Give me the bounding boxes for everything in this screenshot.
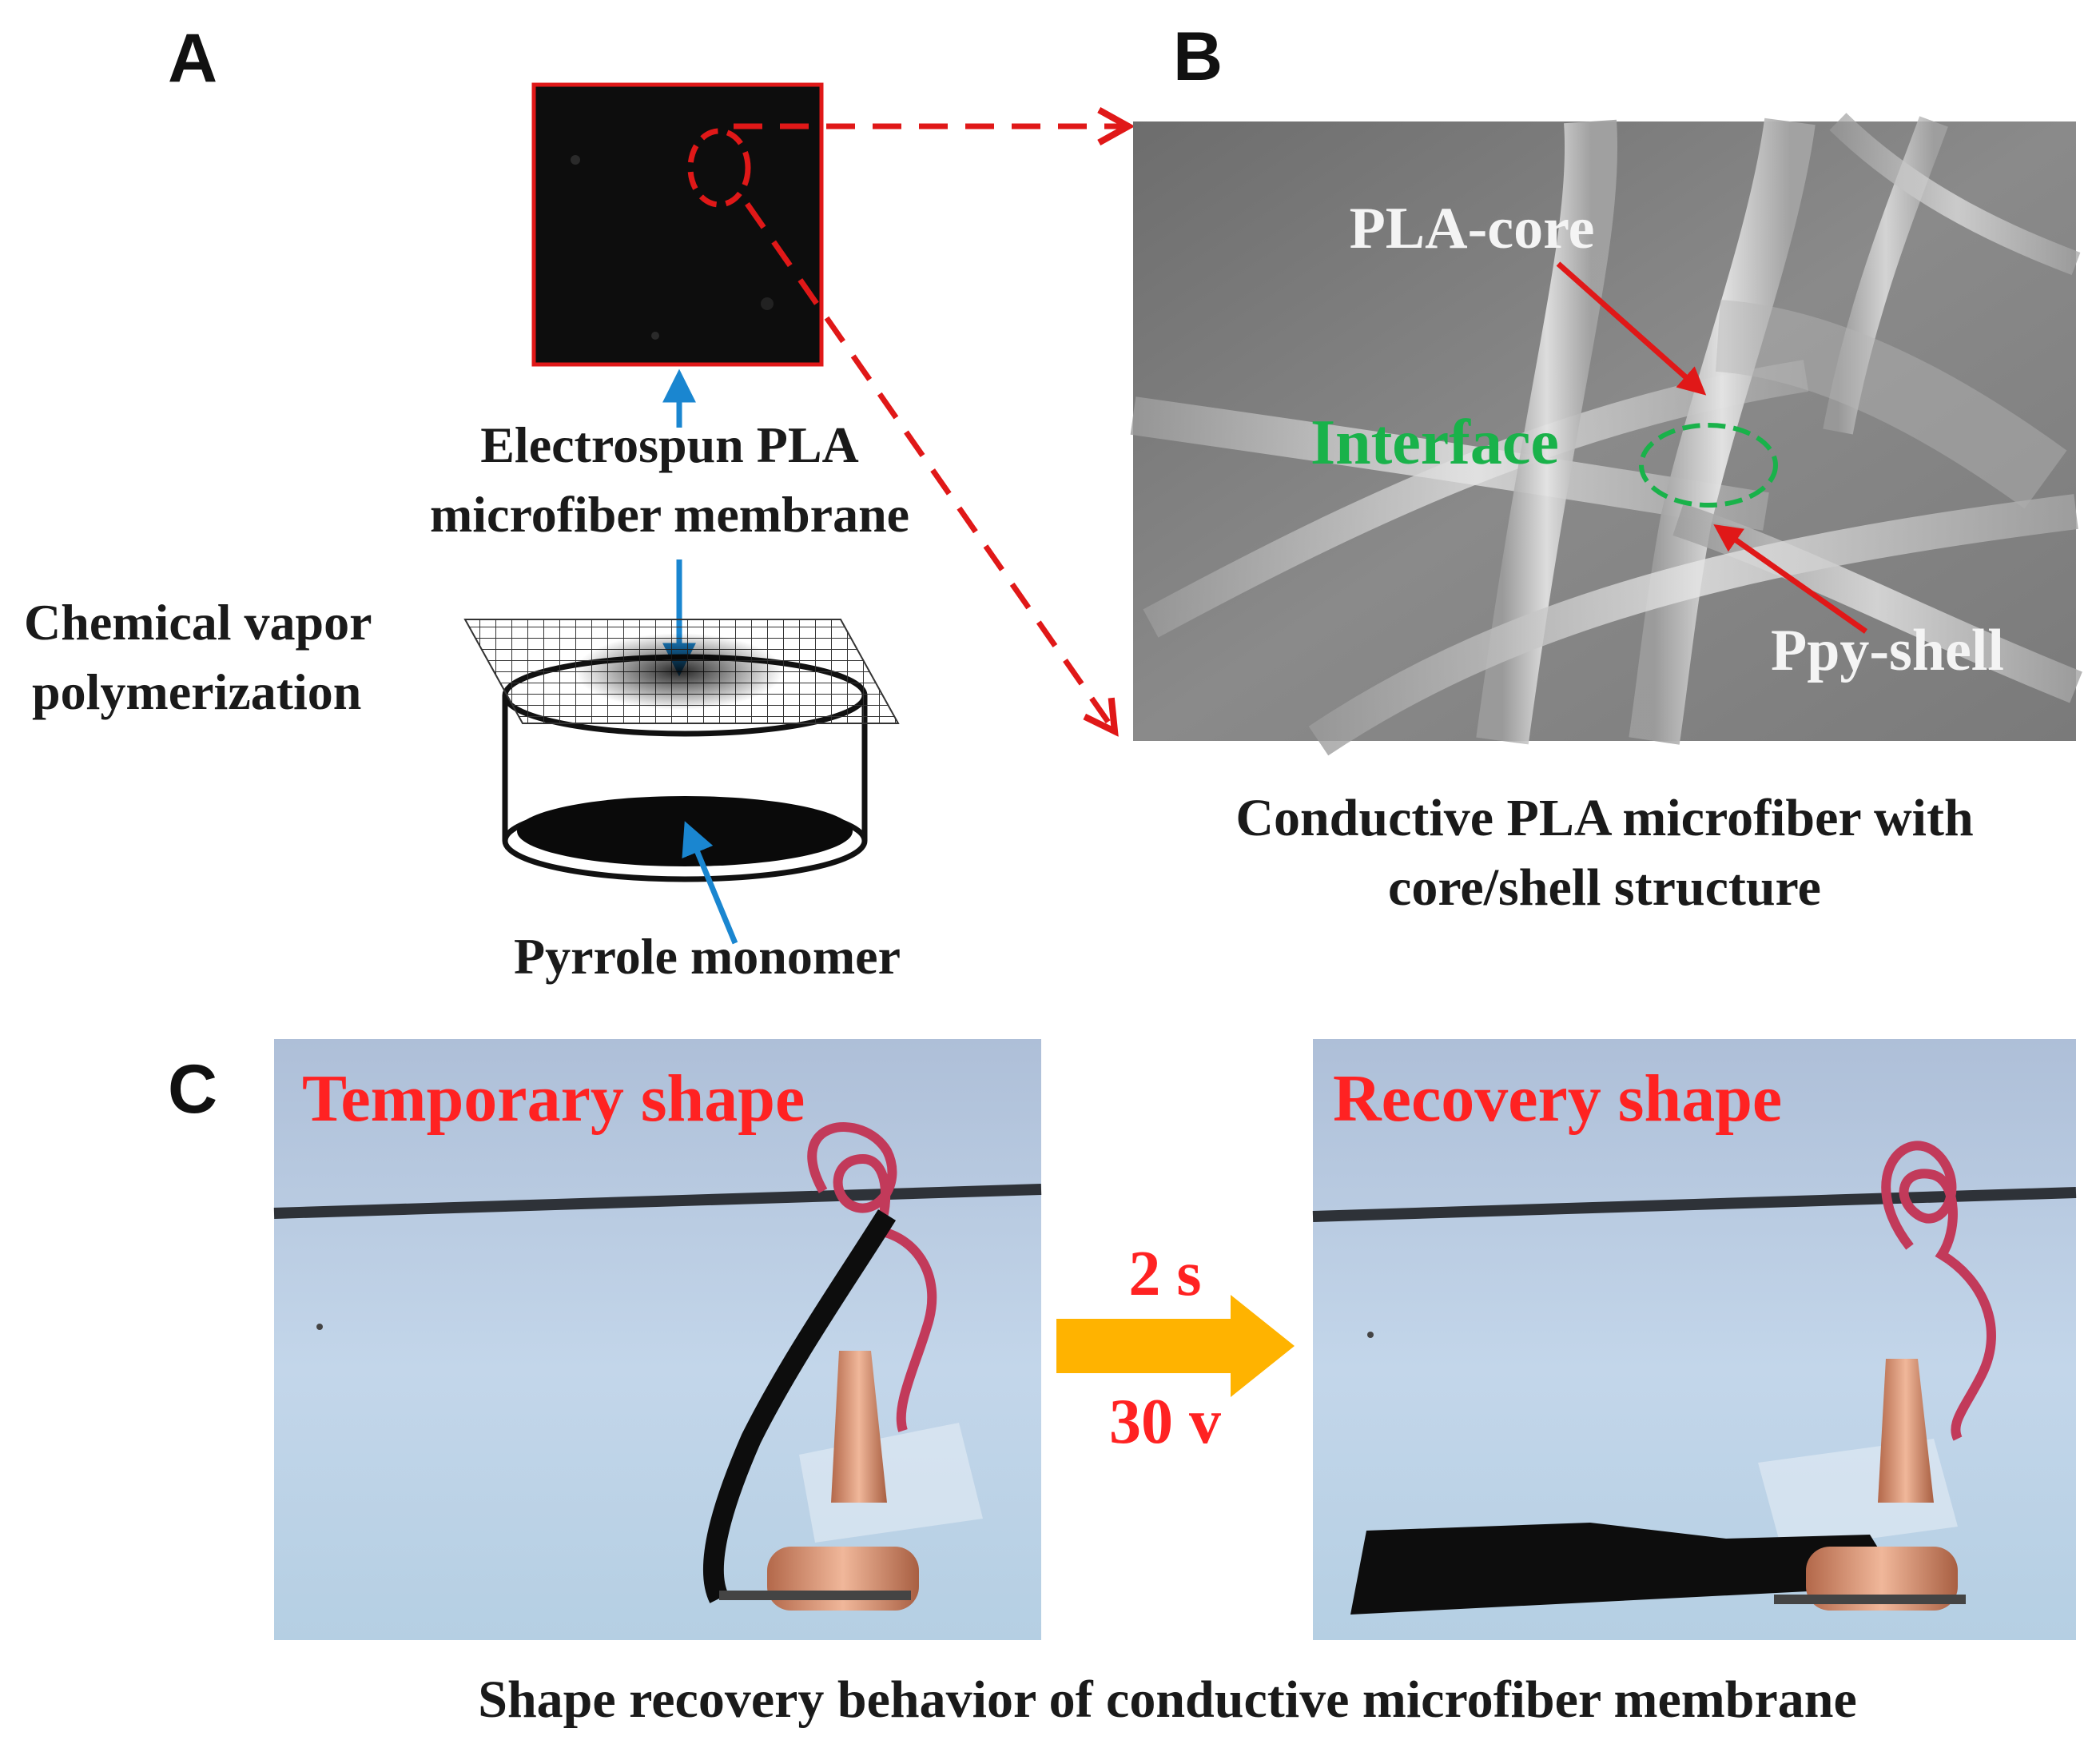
membrane-strip-folded bbox=[702, 1209, 897, 1603]
temporary-shape-label: Temporary shape bbox=[302, 1061, 805, 1136]
alligator-clip-left bbox=[831, 1351, 887, 1503]
interface-circle bbox=[1639, 423, 1778, 508]
alligator-clip-right bbox=[1878, 1359, 1934, 1503]
time-label: 2 s bbox=[1128, 1239, 1201, 1309]
blue-arrow-monomer bbox=[682, 821, 738, 945]
recovery-shape-label: Recovery shape bbox=[1333, 1061, 1782, 1136]
shell-arrow bbox=[1713, 524, 1868, 634]
recovery-shape-photo bbox=[1312, 1039, 2077, 1640]
panel-c-caption: Shape recovery behavior of conductive mi… bbox=[478, 1670, 1857, 1729]
zoom-line-bottom bbox=[745, 201, 1115, 731]
pink-wire-right bbox=[1881, 1141, 1996, 1441]
membrane-photo bbox=[531, 82, 824, 367]
zoom-circle bbox=[687, 128, 751, 208]
monomer-label: Pyrrole monomer bbox=[514, 928, 901, 985]
panel-b: B PLA-core Interface Ppy-shell Conductiv… bbox=[1130, 18, 2082, 917]
panel-b-caption-line1: Conductive PLA microfiber with bbox=[1235, 789, 1973, 847]
core-arrow bbox=[1556, 261, 1707, 396]
membrane-label-line2: microfiber membrane bbox=[430, 486, 909, 543]
membrane-label-line1: Electrospun PLA bbox=[480, 416, 859, 473]
panel-b-caption-line2: core/shell structure bbox=[1388, 858, 1821, 917]
panel-b-letter: B bbox=[1173, 18, 1223, 95]
pink-wire-left bbox=[807, 1122, 937, 1432]
interface-label: Interface bbox=[1311, 408, 1559, 478]
cvp-label-line1: Chemical vapor bbox=[24, 594, 372, 651]
panel-c-letter: C bbox=[168, 1051, 217, 1128]
panel-a: A Electrospun PLA microfiber membrane Ch… bbox=[24, 20, 1128, 985]
core-label: PLA-core bbox=[1350, 196, 1595, 261]
cvp-label-line2: polymerization bbox=[32, 663, 361, 720]
temporary-shape-photo bbox=[273, 1039, 1042, 1640]
pyrrole-liquid bbox=[517, 796, 853, 866]
orange-arrow bbox=[1056, 1295, 1295, 1397]
sem-image bbox=[1130, 113, 2082, 756]
panel-a-letter: A bbox=[168, 20, 217, 97]
membrane-strip-flat bbox=[1350, 1523, 1902, 1615]
membrane-mesh bbox=[463, 619, 900, 724]
membrane-square bbox=[531, 82, 824, 367]
panel-c: C Temporary shape 2 s 30 v bbox=[168, 1039, 2077, 1729]
shell-label: Ppy-shell bbox=[1771, 618, 2004, 683]
voltage-label: 30 v bbox=[1109, 1387, 1221, 1457]
